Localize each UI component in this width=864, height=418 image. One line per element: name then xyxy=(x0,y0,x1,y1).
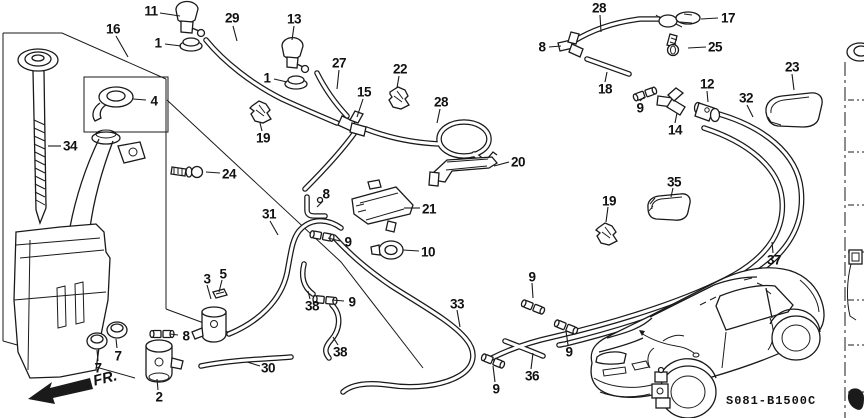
part-24-bolt xyxy=(170,165,204,179)
part-35-cover xyxy=(647,193,691,221)
callout-9: 9 xyxy=(528,269,536,285)
callout-29: 29 xyxy=(224,10,240,26)
part-34-filler-hose xyxy=(17,48,59,225)
callout-34: 34 xyxy=(62,138,78,154)
drawing-code: S081-B1500C xyxy=(726,394,817,408)
part-15-joint xyxy=(337,110,367,137)
callout-1: 1 xyxy=(154,35,162,51)
callout-13: 13 xyxy=(286,11,302,27)
part-21-washer-unit xyxy=(351,179,414,233)
callout-25: 25 xyxy=(707,39,723,55)
callout-33: 33 xyxy=(449,296,465,312)
part-23-cover xyxy=(765,92,823,128)
callout-8: 8 xyxy=(322,186,330,202)
callout-19: 19 xyxy=(255,130,271,146)
part-8-joint xyxy=(557,31,584,58)
callout-28: 28 xyxy=(433,94,449,110)
callout-5: 5 xyxy=(219,266,227,282)
callout-38: 38 xyxy=(332,344,348,360)
callout-22: 22 xyxy=(392,61,408,77)
callout-16: 16 xyxy=(105,21,121,37)
part-19-clip xyxy=(595,222,618,246)
callout-31: 31 xyxy=(261,206,277,222)
callout-9: 9 xyxy=(492,381,500,397)
part-10-grommet xyxy=(370,240,404,260)
part-22-clip xyxy=(388,86,410,110)
callout-9: 9 xyxy=(344,234,352,250)
callout-19: 19 xyxy=(601,193,617,209)
callout-14: 14 xyxy=(667,122,683,138)
callout-37: 37 xyxy=(766,252,782,268)
part-14-joint xyxy=(656,87,686,116)
leader-lines xyxy=(48,12,795,391)
callout-28: 28 xyxy=(591,0,607,16)
callout-36: 36 xyxy=(524,368,540,384)
adjacent-view-edge xyxy=(844,42,864,418)
part-16-reservoir-tank xyxy=(13,223,111,379)
car-front-pump-detail xyxy=(647,347,671,409)
callout-9: 9 xyxy=(348,294,356,310)
callout-27: 27 xyxy=(331,55,347,71)
callout-4: 4 xyxy=(150,93,158,109)
callout-24: 24 xyxy=(221,166,237,182)
callout-10: 10 xyxy=(420,244,436,260)
callout-8: 8 xyxy=(182,328,190,344)
callout-2: 2 xyxy=(155,389,163,405)
part-4-mouth-cap xyxy=(92,86,134,122)
callout-30: 30 xyxy=(260,360,276,376)
part-13-nozzle-assy xyxy=(281,37,310,74)
part-2-washer-pump xyxy=(145,339,184,383)
part-3-washer-pump xyxy=(191,306,227,343)
callout-32: 32 xyxy=(738,90,754,106)
callout-20: 20 xyxy=(510,154,526,170)
callout-3: 3 xyxy=(203,271,211,287)
part-5-clip xyxy=(212,288,228,299)
car-outline xyxy=(590,267,825,418)
part-17-clamp xyxy=(655,11,701,28)
part-12-check-valve xyxy=(693,101,721,123)
part-9-joint xyxy=(308,229,336,243)
part-9-joint xyxy=(631,85,659,103)
part-19-clip xyxy=(249,100,272,124)
reservoir-neck xyxy=(69,129,146,229)
callout-12: 12 xyxy=(699,76,715,92)
part-25-bolt xyxy=(666,33,680,57)
part-8-elbow-joint xyxy=(304,194,328,219)
callout-7: 7 xyxy=(114,348,122,364)
part-11-nozzle-assy xyxy=(175,0,206,38)
callout-11: 11 xyxy=(144,3,158,19)
part-7-grommet xyxy=(86,332,108,350)
part-7-grommet xyxy=(106,321,128,339)
part-20-bracket xyxy=(428,151,498,187)
callout-9: 9 xyxy=(636,100,644,116)
callout-1: 1 xyxy=(263,70,271,86)
fr-direction-arrow xyxy=(28,378,93,404)
part-1-grommet xyxy=(179,37,203,52)
callout-18: 18 xyxy=(597,81,613,97)
part-9-joint xyxy=(519,298,547,316)
callout-17: 17 xyxy=(720,10,736,26)
callout-35: 35 xyxy=(666,174,682,190)
callout-21: 21 xyxy=(421,201,437,217)
callout-8: 8 xyxy=(538,39,546,55)
callout-23: 23 xyxy=(784,59,800,75)
callout-9: 9 xyxy=(565,344,573,360)
callout-15: 15 xyxy=(356,84,372,100)
callout-7: 7 xyxy=(94,360,102,376)
part-1-grommet xyxy=(284,75,308,90)
callout-38: 38 xyxy=(304,298,320,314)
